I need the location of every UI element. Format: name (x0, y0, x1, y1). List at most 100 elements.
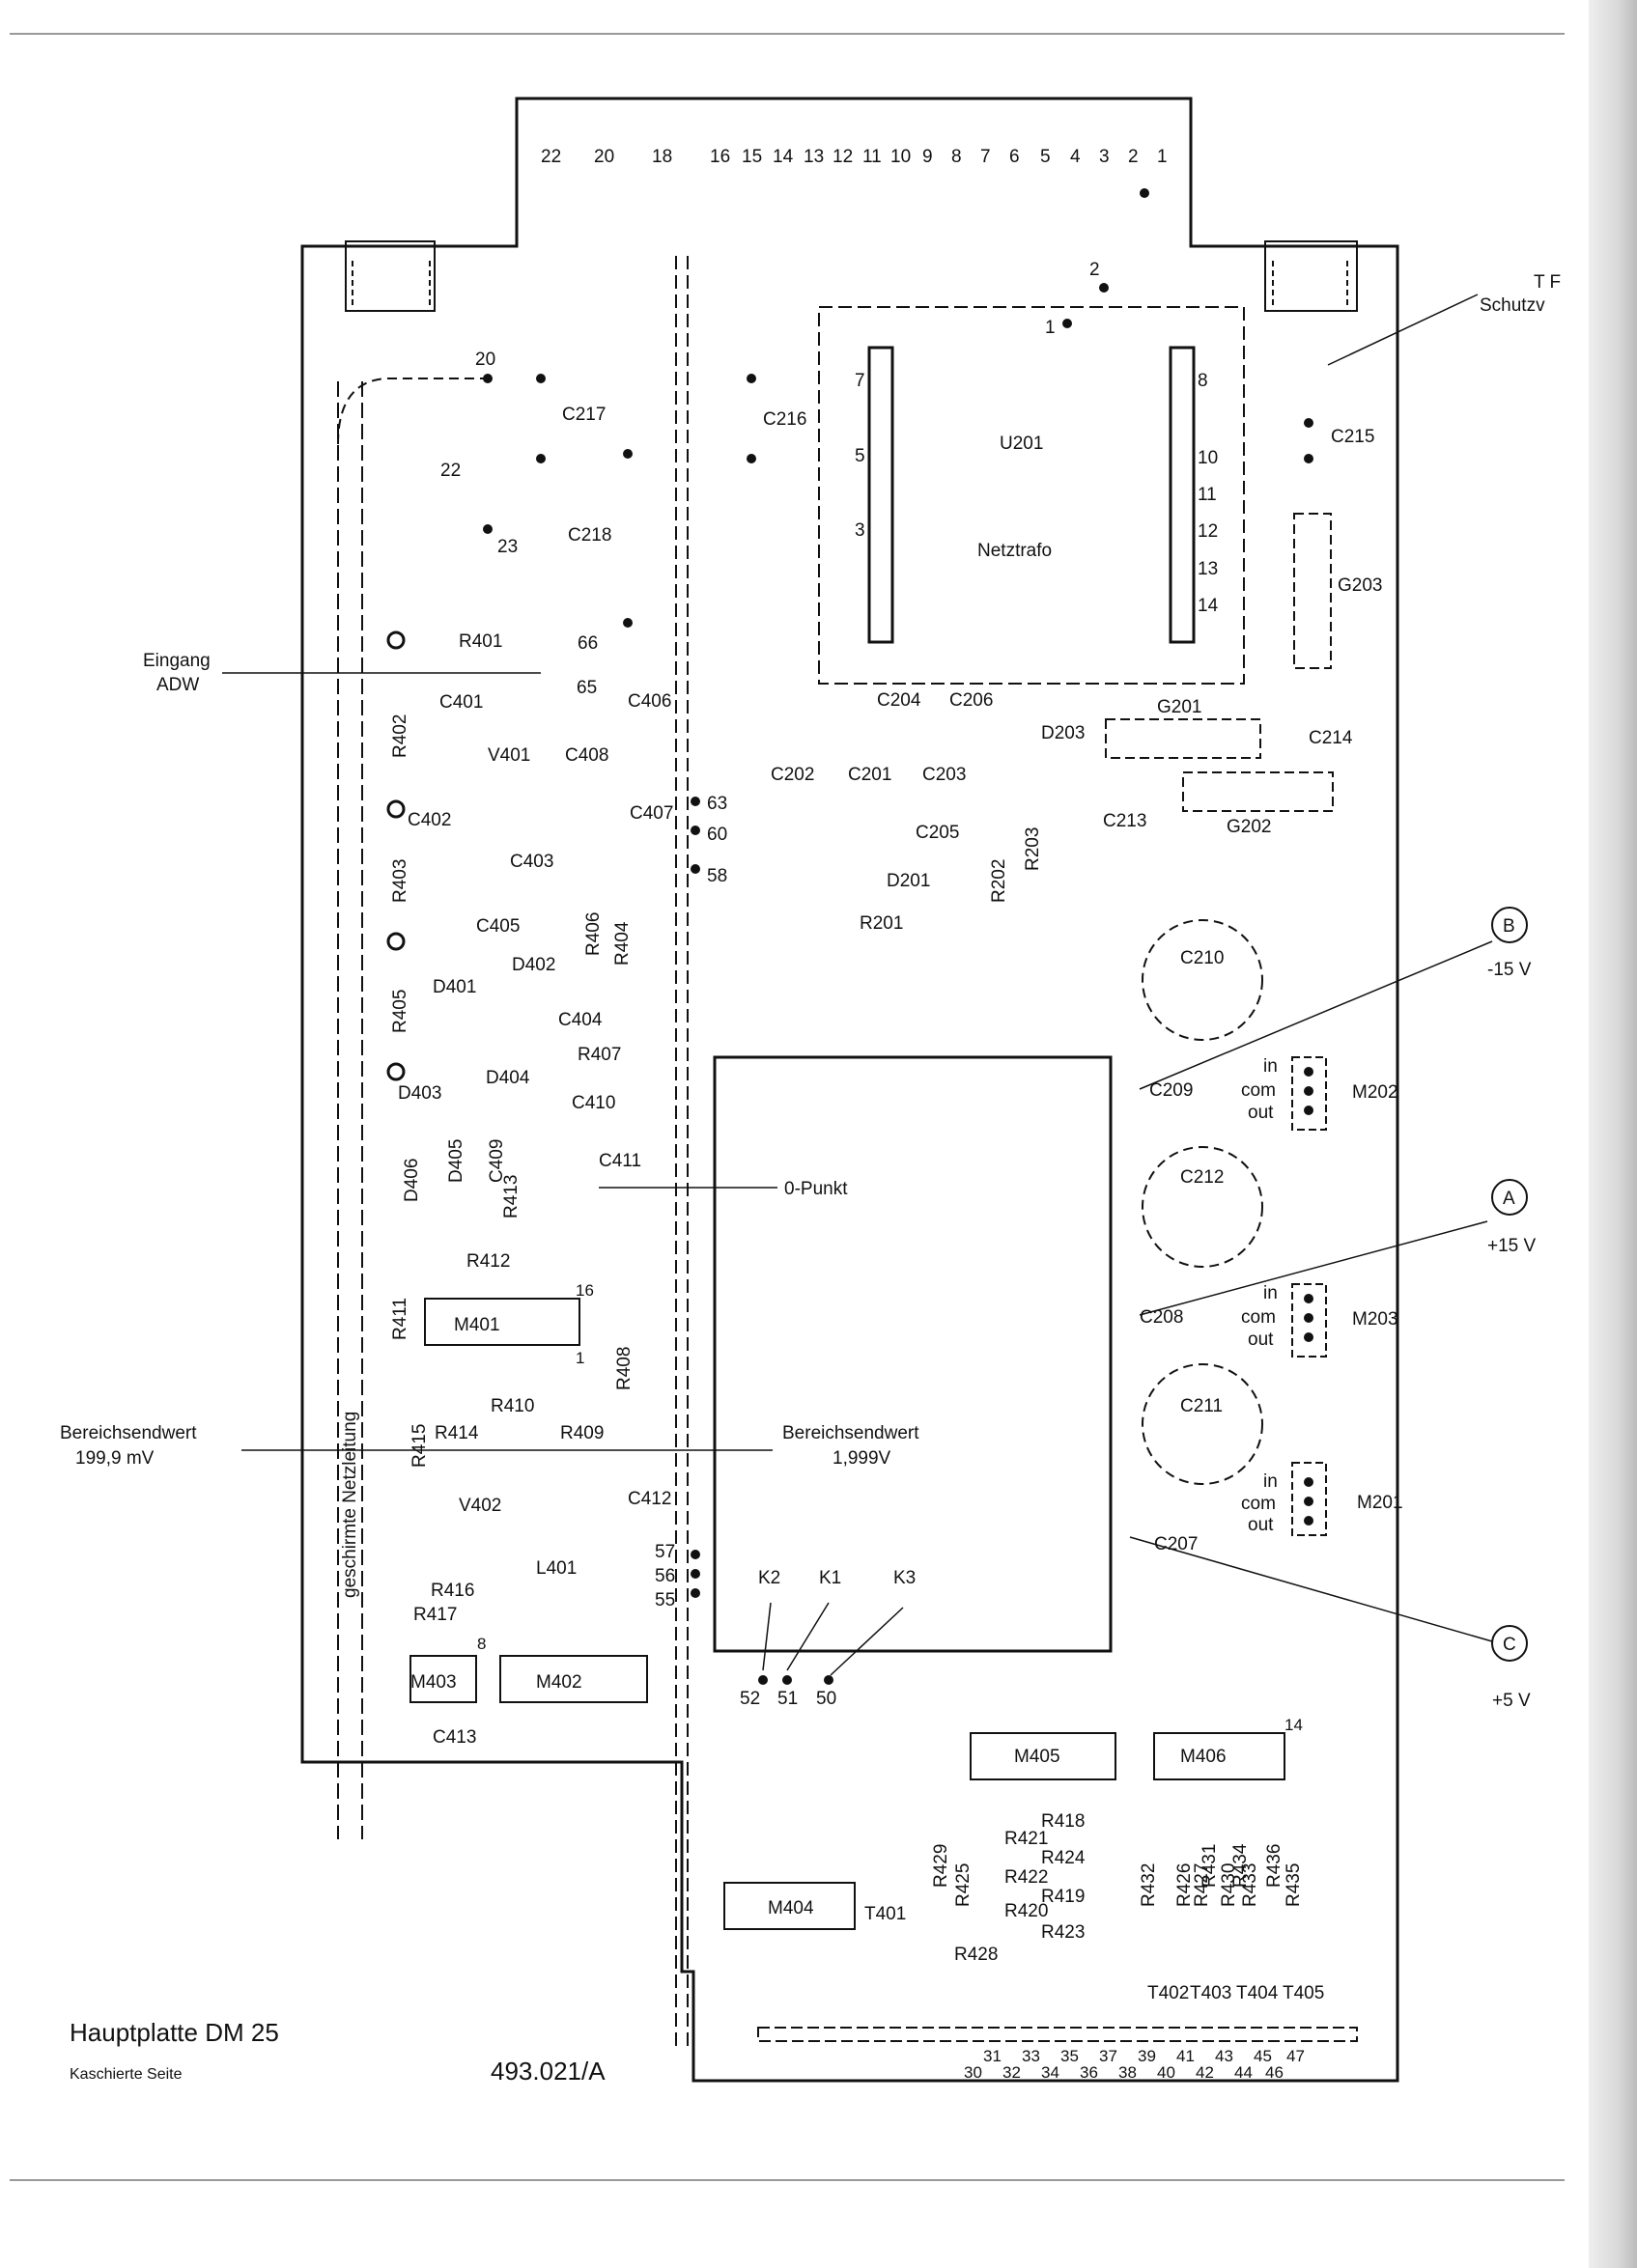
res-r423: R423 (1041, 1922, 1085, 1943)
res-r401: R401 (459, 631, 502, 652)
pin-11: 11 (862, 147, 882, 167)
cap-c202: C202 (771, 765, 814, 785)
cap-c410: C410 (572, 1093, 615, 1113)
res-r428: R428 (954, 1945, 998, 1965)
pin-40: 40 (1157, 2063, 1175, 2082)
cap-c217: C217 (562, 405, 606, 425)
wire-52: 52 (740, 1689, 760, 1709)
svg-text:com: com (1241, 1080, 1276, 1101)
cap-c413: C413 (433, 1727, 476, 1748)
ic-pin-1: 1 (576, 1349, 584, 1367)
cap-c214: C214 (1309, 728, 1353, 748)
resistor-labels: R401 R402 R403 R404 R405 R406 R407 R408 … (390, 631, 1304, 1965)
cap-c204: C204 (877, 690, 921, 711)
res-r430: R430 (1219, 1863, 1239, 1907)
marker-b-letter: B (1503, 916, 1515, 937)
svg-text:out: out (1248, 1515, 1274, 1535)
pin-36: 36 (1080, 2063, 1098, 2082)
res-r410: R410 (491, 1396, 534, 1416)
wire-57: 57 (655, 1542, 675, 1562)
marker-a-circle (1491, 1179, 1528, 1216)
svg-text:com: com (1241, 1494, 1276, 1514)
pin-7: 7 (980, 147, 991, 167)
transistor-labels: T401 T402 T403 T404 T405 (864, 1904, 1324, 2003)
pin-42: 42 (1196, 2063, 1214, 2082)
res-r402: R402 (390, 714, 410, 758)
diode-labels: V401 D401 D402 D403 D404 D405 D406 D201 … (398, 723, 1085, 1579)
wire-50: 50 (816, 1689, 836, 1709)
pin-2: 2 (1128, 147, 1139, 167)
cap-c408: C408 (565, 745, 608, 766)
cap-c407: C407 (630, 803, 673, 824)
cap-c212: C212 (1180, 1167, 1224, 1188)
wire-65: 65 (577, 678, 597, 698)
pin-46: 46 (1265, 2063, 1284, 2082)
trafo-pin-7: 7 (855, 371, 865, 391)
res-r417: R417 (413, 1605, 457, 1625)
wire-60: 60 (707, 825, 727, 845)
cap-c404: C404 (558, 1010, 603, 1030)
rectifier-labels: G201 G202 G203 (1105, 513, 1382, 837)
res-r415: R415 (409, 1424, 430, 1468)
pin-41: 41 (1176, 2047, 1195, 2065)
cap-c409: C409 (487, 1139, 507, 1183)
ic-m203: M202 (1352, 1082, 1398, 1103)
res-r418: R418 (1041, 1811, 1085, 1832)
res-r404: R404 (612, 921, 633, 966)
cap-c208: C208 (1140, 1307, 1183, 1328)
pin-13: 13 (804, 147, 824, 167)
c210-outline (1142, 919, 1263, 1041)
page-edge-shadow (1589, 0, 1637, 2268)
relay-v402: V402 (459, 1496, 501, 1516)
trafo-pin-5: 5 (855, 446, 865, 466)
res-r403: R403 (390, 859, 410, 903)
marker-c-voltage: +5 V (1492, 1691, 1531, 1711)
res-r412: R412 (466, 1251, 510, 1272)
document-number: 493.021/A (491, 2057, 606, 2086)
module-io-labels: in com out in com out in com out (1241, 1056, 1278, 1535)
rect-g202: G202 (1227, 817, 1271, 837)
pin-16: 16 (710, 147, 730, 167)
pin-39: 39 (1138, 2047, 1156, 2065)
res-r419: R419 (1041, 1887, 1085, 1907)
ic-m201: M201 (1357, 1493, 1403, 1513)
pin-18: 18 (652, 147, 672, 167)
leader-lines (222, 294, 1493, 1642)
cap-c215: C215 (1331, 427, 1374, 447)
res-r432: R432 (1139, 1863, 1159, 1907)
cap-c218: C218 (568, 525, 611, 546)
diode-d404: D404 (486, 1068, 530, 1088)
marker-c-letter: C (1503, 1635, 1516, 1655)
diode-d403: D403 (398, 1083, 441, 1104)
pin-31: 31 (983, 2047, 1002, 2065)
transformer-outline (818, 306, 1245, 685)
wire-63: 63 (707, 794, 727, 814)
pin-33: 33 (1022, 2047, 1040, 2065)
res-r425: R425 (953, 1863, 974, 1907)
pin-4: 4 (1070, 147, 1081, 167)
cap-c205: C205 (916, 823, 959, 843)
cap-c406: C406 (628, 691, 671, 712)
trans-t403: T403 (1190, 1983, 1231, 2003)
rect-g203: G203 (1338, 575, 1382, 596)
pin-15: 15 (742, 147, 762, 167)
pin-5: 5 (1040, 147, 1051, 167)
res-r406: R406 (583, 912, 604, 956)
ic-m202: M203 (1352, 1309, 1398, 1330)
pin-8: 8 (951, 147, 962, 167)
nullpunkt-label: 0-Punkt (784, 1179, 848, 1199)
pin-3: 3 (1099, 147, 1110, 167)
cap-c402: C402 (408, 810, 451, 830)
k-labels: K2 K1 K3 (758, 1568, 916, 1676)
bereich-right-label: Bereichsendwert (782, 1423, 919, 1443)
cap-c207: C207 (1154, 1534, 1198, 1554)
res-r407: R407 (578, 1045, 621, 1065)
pin-35: 35 (1060, 2047, 1079, 2065)
pin-6: 6 (1009, 147, 1020, 167)
ic-m401: M401 (454, 1315, 500, 1335)
pin-20: 20 (594, 147, 614, 167)
pin-9: 9 (922, 147, 933, 167)
k3-label: K3 (893, 1568, 916, 1588)
ic-pin-8: 8 (477, 1635, 486, 1653)
